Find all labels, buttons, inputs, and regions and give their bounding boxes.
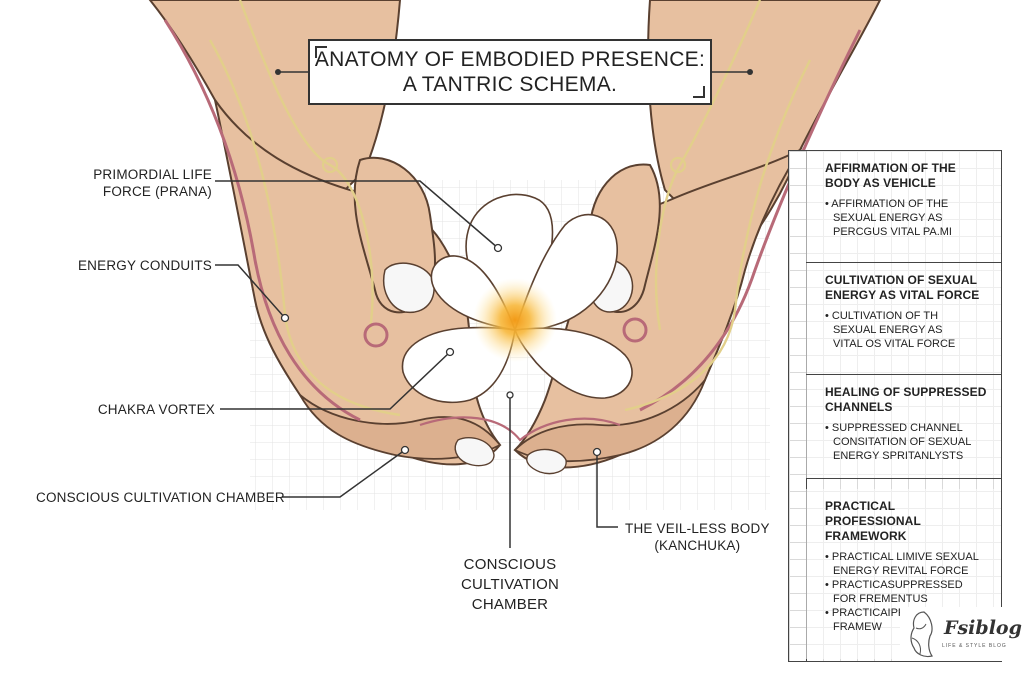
nadi-left-2 [208, 39, 401, 417]
label-line: CHAMBER [471, 596, 549, 613]
bullet-line: ENERGY REVITAL FORCE [833, 565, 969, 577]
fsiblog-logo: Fsiblog LIFE & STYLE BLOG [900, 607, 1022, 661]
label-conscious-cultivation-chamber-left: CONSCIOUS CULTIVATION CHAMBER [36, 490, 285, 505]
title-line-1: ANATOMY OF EMBODIED PRESENCE: [314, 48, 706, 71]
section-heading: CULTIVATION OF SEXUAL ENERGY AS VITAL FO… [825, 273, 991, 303]
label-line: PRIMORDIAL LIFE [93, 167, 212, 182]
title-corner-mark [315, 46, 327, 58]
lower-vein [419, 416, 621, 442]
bullet-line: VITAL OS VITAL FORCE [833, 338, 956, 350]
heading-line: FRAMEWORK [825, 529, 907, 543]
label-line: FORCE (PRANA) [102, 184, 212, 199]
section-heading: HEALING OF SUPPRESSED CHANNELS [825, 385, 991, 415]
logo-tagline: LIFE & STYLE BLOG [942, 643, 1007, 649]
nadi-left-1 [238, 0, 374, 331]
label-line: (KANCHUKA) [654, 538, 741, 553]
right-vein [639, 29, 862, 412]
woman-silhouette-icon [910, 611, 933, 658]
section-heading: AFFIRMATION OF THE BODY AS VEHICLE [825, 161, 991, 191]
left-fingers [299, 394, 502, 460]
panel-section-cultivation: CULTIVATION OF SEXUAL ENERGY AS VITAL FO… [806, 263, 1001, 375]
title-line-2: A TANTRIC SCHEMA. [402, 73, 618, 96]
left-fingertip-nail [454, 437, 495, 467]
label-conscious-cultivation-chamber-center: CONSCIOUS CULTIVATION CHAMBER [440, 555, 580, 615]
label-veil-less-body: THE VEIL-LESS BODY (KANCHUKA) [625, 520, 770, 554]
chakra-vortex-right [622, 317, 648, 343]
nadi-right-1 [654, 0, 762, 331]
bullet-line: • PRACTICASUPPRESSED [825, 579, 963, 591]
left-vein [163, 19, 361, 422]
bullet-line: • AFFIRMATION OF THE [825, 198, 949, 210]
bullet-line: ENERGY SPRITANLYSTS [833, 450, 964, 462]
panel-section-affirmation: AFFIRMATION OF THE BODY AS VEHICLE • AFF… [806, 151, 1001, 263]
nadi-right-2 [624, 59, 812, 412]
right-fingertip-nail [526, 448, 567, 475]
bullet-line: SEXUAL ENERGY AS [833, 324, 943, 336]
label-energy-conduits: ENERGY CONDUITS [77, 258, 212, 273]
heading-line: CULTIVATION OF SEXUAL [825, 273, 978, 287]
bullet-line: SEXUAL ENERGY AS [833, 212, 943, 224]
leader-lines [215, 71, 750, 548]
bullet-line: FOR FREMENTUS [833, 593, 928, 605]
label-primordial-life-force: PRIMORDIAL LIFE FORCE (PRANA) [60, 166, 212, 200]
heading-line: ENERGY AS VITAL FORCE [825, 288, 980, 302]
node-right-wrist [669, 156, 687, 174]
flower-glow [473, 278, 557, 362]
bullet-line: CONSITATION OF SEXUAL [833, 436, 972, 448]
bullet-line: PERCGUS VITAL PA.MI [833, 226, 952, 238]
heading-line: BODY AS VEHICLE [825, 176, 936, 190]
logo-wordmark: Fsiblog [944, 617, 1022, 639]
heading-line: CHANNELS [825, 400, 893, 414]
bullet-line: • PRACTICAL LIMIVE SEXUAL [825, 551, 979, 563]
title-corner-mark [693, 86, 705, 98]
heading-line: AFFIRMATION OF THE [825, 161, 956, 175]
label-chakra-vortex: CHAKRA VORTEX [97, 402, 215, 417]
node-left-wrist [321, 156, 339, 174]
section-heading: PRACTICAL PROFESSIONAL FRAMEWORK [825, 499, 991, 544]
label-line: CULTIVATION [460, 576, 560, 593]
chakra-vortex-left [363, 322, 389, 348]
bullet-line: FRAMEW [833, 621, 882, 633]
right-fingers [513, 379, 706, 463]
bullet-line: • SUPPRESSED CHANNEL [825, 422, 963, 434]
bullet-line: • CULTIVATION OF TH [825, 310, 939, 322]
diagram-title: ANATOMY OF EMBODIED PRESENCE: A TANTRIC … [308, 39, 712, 105]
left-thumbnail [383, 262, 435, 314]
heading-line: PRACTICAL PROFESSIONAL [825, 499, 921, 528]
panel-section-healing: HEALING OF SUPPRESSED CHANNELS • SUPPRES… [806, 375, 1001, 479]
heading-line: HEALING OF SUPPRESSED [825, 385, 987, 399]
label-line: CONSCIOUS [463, 556, 557, 573]
label-line: THE VEIL-LESS BODY [625, 521, 770, 536]
info-panel: AFFIRMATION OF THE BODY AS VEHICLE • AFF… [788, 150, 1002, 662]
leader-dots [275, 69, 753, 457]
